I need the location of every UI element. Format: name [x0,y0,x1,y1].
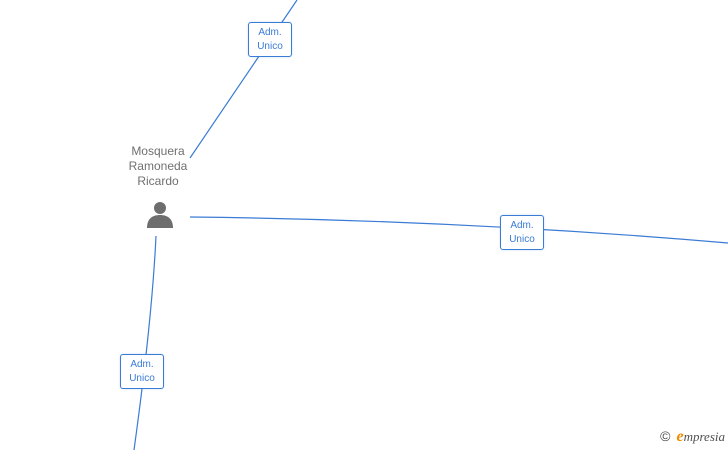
relation-label-type: Unico [129,373,155,384]
person-name-line: Mosquera [131,144,185,158]
relation-label-right[interactable]: Adm. Unico [500,215,544,250]
empresia-watermark: © empresia [660,428,725,446]
person-node-name: Mosquera Ramoneda Ricardo [108,144,208,189]
person-name-line: Ramoneda [128,159,188,173]
relation-label-bottom[interactable]: Adm. Unico [120,354,164,389]
relation-label-role: Adm. [510,220,534,231]
person-icon[interactable] [145,199,175,229]
person-name-line: Ricardo [137,174,179,188]
edge-bottom [133,235,157,450]
relation-label-role: Adm. [130,359,154,370]
relation-label-type: Unico [257,41,283,52]
relation-label-type: Unico [509,234,535,245]
relation-label-top[interactable]: Adm. Unico [248,22,292,57]
relation-label-role: Adm. [258,27,282,38]
edge-right [189,216,728,244]
brand-name-rest: mpresia [683,429,725,444]
brand-logo: empresia [676,428,725,446]
copyright-icon: © [660,428,671,444]
brand-initial: e [676,428,684,445]
